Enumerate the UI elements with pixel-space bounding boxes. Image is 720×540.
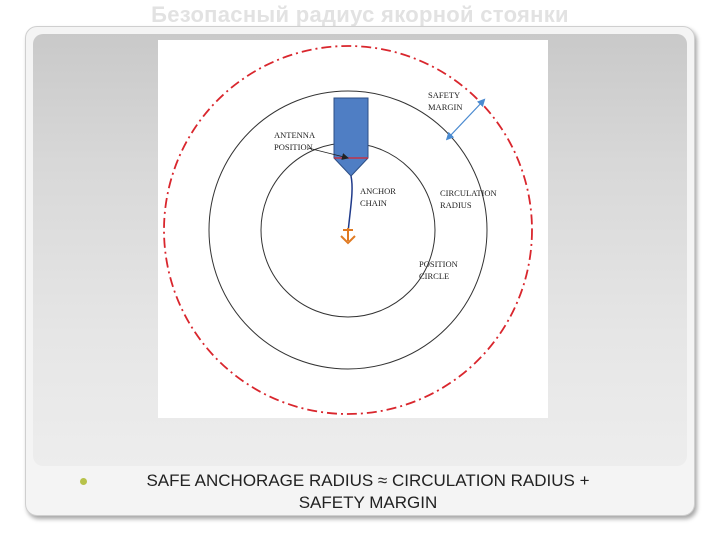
antenna-label-line1: ANTENNA (274, 130, 316, 140)
position-circle-label-line2: CIRCLE (419, 271, 449, 281)
circulation-radius-label-line2: RADIUS (440, 200, 472, 210)
caption-line-2: SAFETY MARGIN (298, 493, 438, 512)
slide-title: Безопасный радиус якорной стоянки (151, 2, 569, 27)
safety-margin-label-line2: MARGIN (428, 102, 462, 112)
caption: SAFE ANCHORAGE RADIUS ≈ CIRCULATION RADI… (80, 470, 640, 514)
safety-margin-circle (163, 45, 533, 415)
anchor-chain-label-line2: CHAIN (360, 198, 387, 208)
antenna-label-line2: POSITION (274, 142, 313, 152)
anchor-chain (347, 175, 353, 234)
anchorage-diagram: SAFETY MARGIN ANTENNA POSITION ANCHOR CH… (158, 40, 548, 418)
ship-shape (333, 97, 369, 177)
safety-margin-label-line1: SAFETY (428, 90, 460, 100)
safety-margin-arrow (445, 98, 486, 141)
position-circle-label-line1: POSITION (419, 259, 458, 269)
bullet-icon (80, 478, 87, 485)
anchor-chain-label-line1: ANCHOR (360, 186, 396, 196)
antenna-pointer-arrow (307, 147, 349, 160)
anchor-icon (340, 228, 356, 245)
circulation-radius-label-line1: CIRCULATION (440, 188, 497, 198)
circulation-radius-circle (208, 90, 488, 370)
caption-line-1: SAFE ANCHORAGE RADIUS ≈ CIRCULATION RADI… (146, 471, 590, 490)
